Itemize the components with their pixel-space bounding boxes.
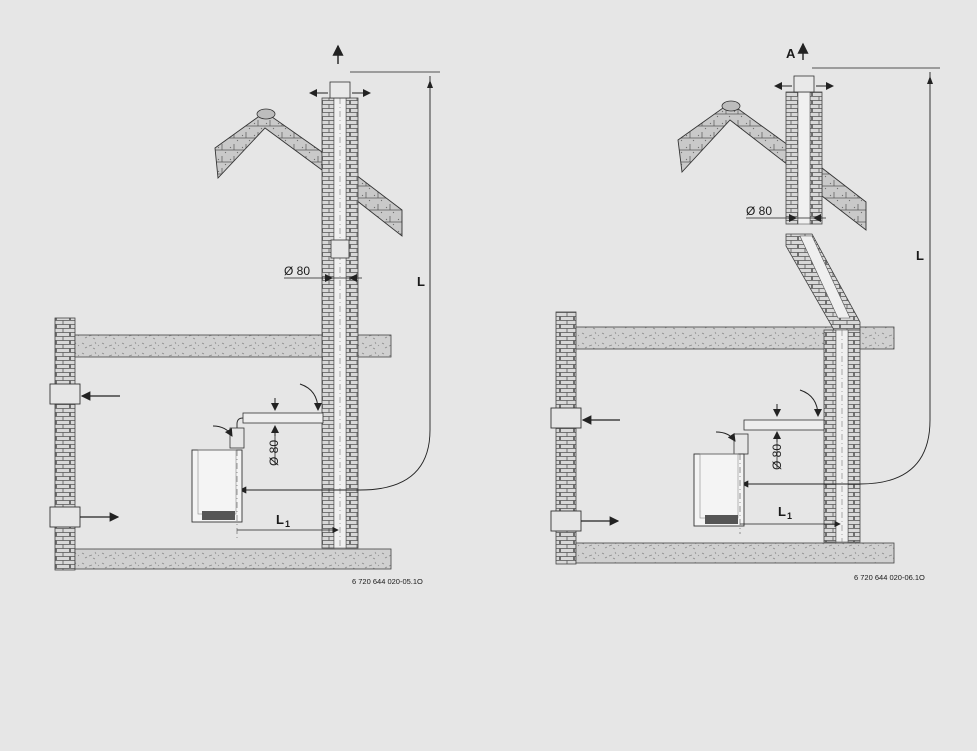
dimension-L1-label: L xyxy=(276,512,284,527)
horizontal-flue xyxy=(242,412,324,424)
chimney-wall-right xyxy=(345,97,359,549)
terminal-cap xyxy=(793,75,815,93)
horizontal-flue xyxy=(743,419,825,431)
roof-left-slope xyxy=(214,111,323,180)
vent-opening-lower xyxy=(49,506,81,528)
upper-flue-pipe xyxy=(797,91,811,225)
boiler-flue-adapter xyxy=(229,427,245,449)
upper-chimney-wall-right xyxy=(809,91,823,225)
dimension-L1-label: L xyxy=(778,504,786,519)
diagram-left: L Ø 80 Ø 80 L 1 6 720 644 020-05.1O xyxy=(49,44,440,586)
floor-slab xyxy=(575,542,895,564)
L-top-arrowhead xyxy=(427,80,433,88)
roof-ridge xyxy=(256,108,276,120)
air-intake-arrow-chimney xyxy=(799,389,822,417)
boiler xyxy=(693,453,745,527)
roof-left-slope xyxy=(677,102,789,174)
chimney-wall-left xyxy=(321,97,335,549)
lower-chimney-wall-left xyxy=(823,329,837,543)
boiler-display xyxy=(705,515,738,524)
label-A: A xyxy=(786,46,796,61)
diameter-vertical-label: Ø 80 xyxy=(284,264,310,278)
floor-slab xyxy=(74,548,392,570)
L-dimension-line xyxy=(239,76,431,494)
offset-flue xyxy=(799,235,851,319)
lower-chimney-wall-right xyxy=(847,329,861,543)
vent-opening-lower xyxy=(550,510,582,532)
ceiling-slab xyxy=(575,326,895,350)
dimension-L1-subscript: 1 xyxy=(787,511,792,521)
diameter-vertical-label: Ø 80 xyxy=(746,204,772,218)
boiler-flue-adapter xyxy=(733,433,749,455)
air-intake-arrow-chimney xyxy=(299,383,322,411)
boiler-display xyxy=(202,511,235,520)
outer-wall xyxy=(555,311,577,565)
inspection-bend xyxy=(330,239,350,259)
diameter-horizontal-label: Ø 80 xyxy=(770,444,784,470)
vent-opening-upper xyxy=(49,383,81,405)
dimension-L1-subscript: 1 xyxy=(285,519,290,529)
figure-code: 6 720 644 020-06.1O xyxy=(854,573,925,582)
vent-opening-upper xyxy=(550,407,582,429)
roof-right-slope xyxy=(821,167,867,231)
L-top-arrowhead xyxy=(927,76,933,84)
air-intake-arrow-boiler xyxy=(212,425,233,437)
L-dimension-line xyxy=(741,72,931,488)
diagram-right: A L Ø 80 Ø 80 L 1 6 720 644 020-06.1O xyxy=(550,42,940,582)
ceiling-slab xyxy=(74,334,392,358)
roof-right-slope xyxy=(355,174,403,237)
outer-wall xyxy=(54,317,76,571)
upper-chimney-wall-left xyxy=(785,91,799,225)
dimension-L-label: L xyxy=(417,274,425,289)
dimension-L-label: L xyxy=(916,248,924,263)
roof-ridge xyxy=(721,100,741,112)
diameter-horizontal-label: Ø 80 xyxy=(267,440,281,466)
air-intake-arrow-boiler xyxy=(715,431,736,442)
terminal-cap xyxy=(329,81,351,99)
figure-code: 6 720 644 020-05.1O xyxy=(352,577,423,586)
